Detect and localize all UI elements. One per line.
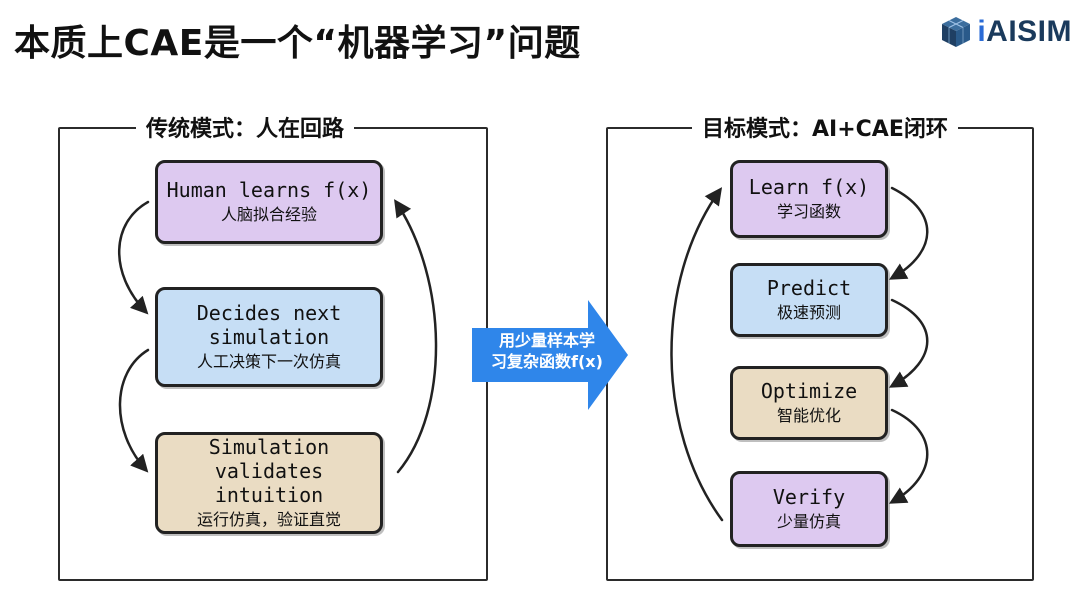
card-human-learns: Human learns f(x) 人脑拟合经验 [155, 160, 383, 244]
card-subtitle: 智能优化 [776, 406, 841, 425]
card-title: Learn f(x) [748, 175, 870, 199]
card-title: Optimize [760, 379, 858, 403]
card-predict: Predict 极速预测 [730, 263, 888, 337]
card-optimize: Optimize 智能优化 [730, 366, 888, 440]
logo: iAISIM [941, 12, 1072, 52]
traditional-mode-panel: 传统模式：人在回路 [58, 111, 488, 581]
card-simulation-validates: Simulation validates intuition 运行仿真，验证直觉 [155, 432, 383, 534]
card-verify: Verify 少量仿真 [730, 471, 888, 547]
panel-title-traditional: 传统模式：人在回路 [136, 111, 355, 143]
card-title: Simulation validates intuition [208, 435, 330, 507]
card-title: Predict [766, 276, 852, 300]
card-subtitle: 运行仿真，验证直觉 [196, 510, 341, 529]
card-subtitle: 极速预测 [776, 303, 841, 322]
card-subtitle: 人工决策下一次仿真 [196, 352, 341, 371]
panel-title-target: 目标模式：AI+CAE闭环 [692, 111, 958, 143]
card-subtitle: 学习函数 [776, 202, 841, 221]
logo-text: iAISIM [977, 15, 1072, 48]
card-title: Verify [772, 485, 846, 509]
card-title: Decides next simulation [196, 301, 342, 349]
card-subtitle: 人脑拟合经验 [220, 205, 317, 224]
page-title: 本质上CAE是一个“机器学习”问题 [14, 23, 581, 64]
card-decides-next: Decides next simulation 人工决策下一次仿真 [155, 287, 383, 387]
cube-logo-icon [942, 17, 971, 47]
card-learn: Learn f(x) 学习函数 [730, 160, 888, 238]
transition-arrow [472, 300, 628, 410]
card-subtitle: 少量仿真 [776, 512, 841, 531]
card-title: Human learns f(x) [166, 178, 372, 202]
transition-arrow-label: 用少量样本学 习复杂函数f(x) [491, 331, 603, 371]
